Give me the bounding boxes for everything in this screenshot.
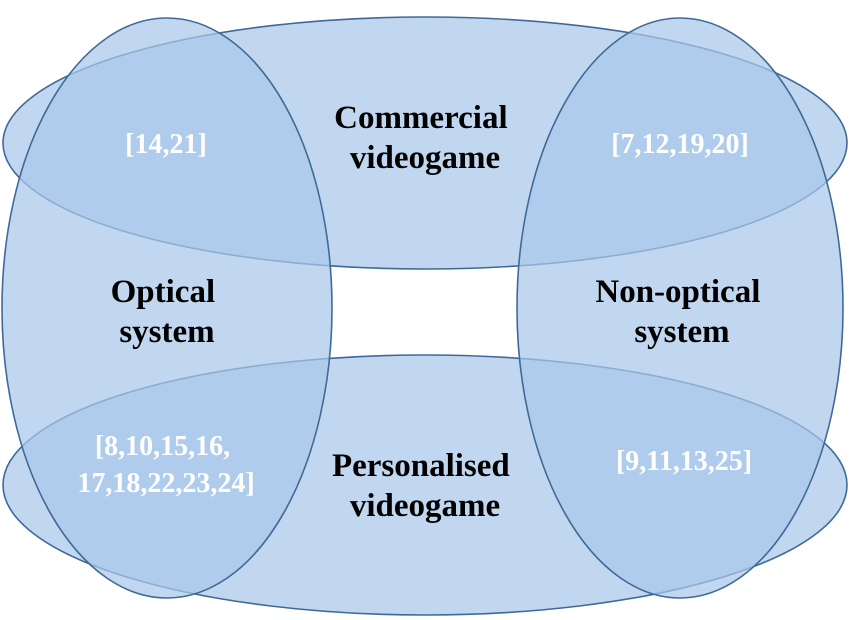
- commercial-label-line1: Commercial: [334, 100, 508, 136]
- optical-personalised-refs-line2: 17,18,22,23,24]: [77, 468, 254, 499]
- non-optical-label-line1: Non-optical: [595, 274, 760, 310]
- commercial-label-line2: videogame: [350, 140, 500, 176]
- optical-system-label: Optical system: [111, 274, 224, 350]
- optical-personalised-refs-line1: [8,10,15,16,: [95, 431, 230, 462]
- personalised-label-line1: Personalised: [332, 448, 510, 484]
- optical-personalised-refs: [8,10,15,16, 17,18,22,23,24]: [77, 431, 254, 499]
- non-optical-label-line2: system: [634, 314, 729, 350]
- personalised-label-line2: videogame: [350, 488, 500, 524]
- optical-commercial-refs: [14,21]: [125, 129, 207, 160]
- personalised-videogame-label: Personalised videogame: [332, 448, 518, 524]
- optical-label-line2: system: [119, 314, 214, 350]
- non-optical-system-set: [516, 17, 844, 599]
- nonoptical-personalised-refs: [9,11,13,25]: [616, 446, 752, 477]
- optical-label-line1: Optical: [111, 274, 216, 310]
- optical-system-set: [1, 17, 333, 599]
- non-optical-system-label: Non-optical system: [595, 274, 768, 350]
- commercial-videogame-label: Commercial videogame: [334, 100, 516, 176]
- nonoptical-commercial-refs: [7,12,19,20]: [611, 129, 749, 160]
